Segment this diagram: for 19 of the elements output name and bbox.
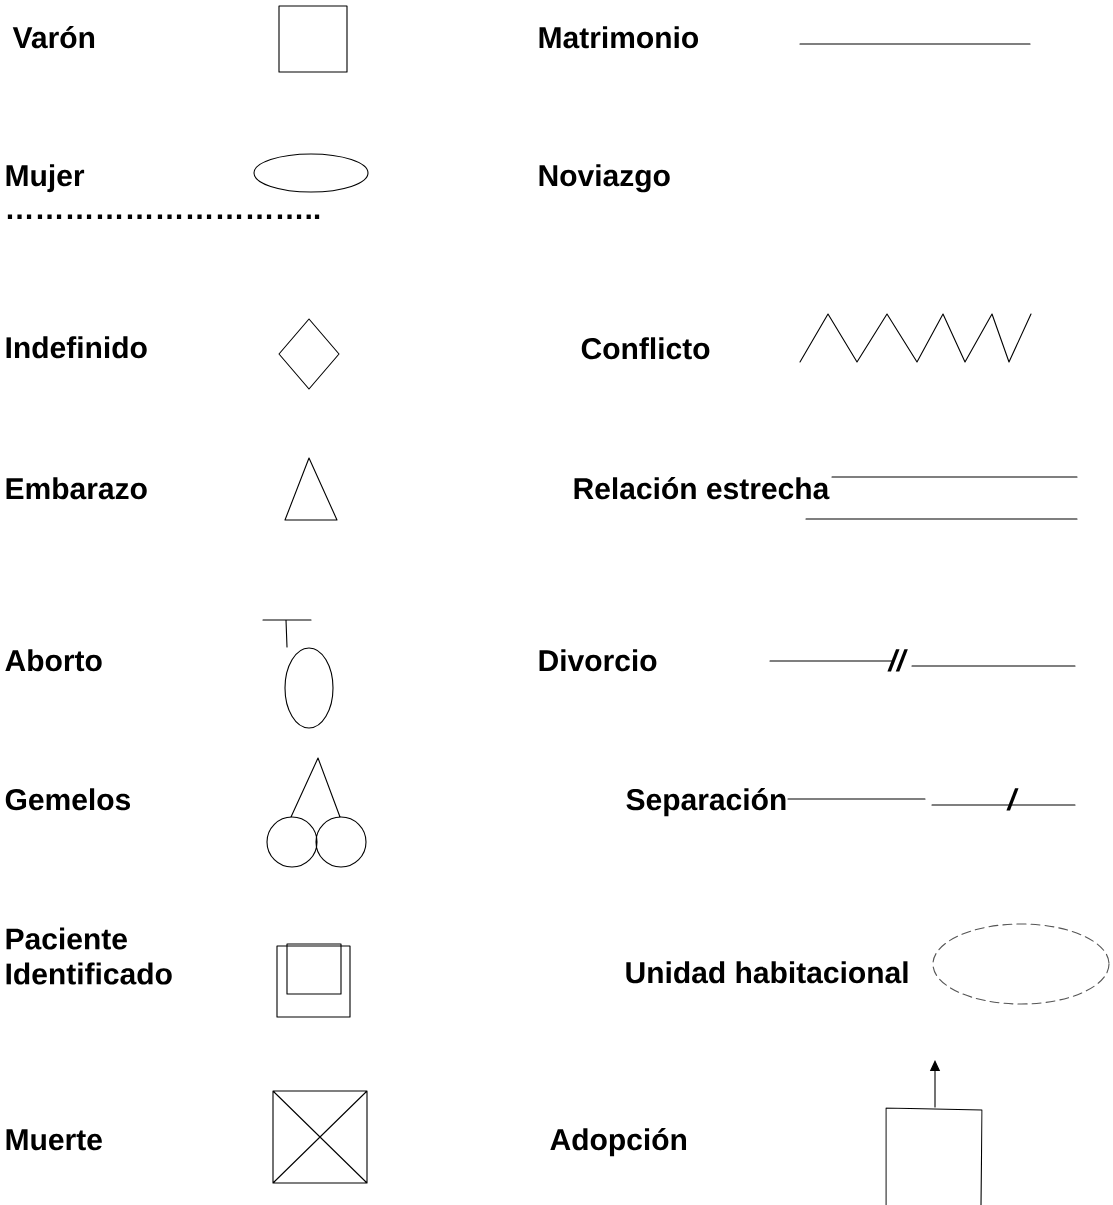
label: Relación estrecha (574, 477, 830, 500)
label: Mujer (6, 164, 85, 193)
label: Separación (626, 788, 786, 817)
label: Gemelos (5, 788, 131, 811)
label: / (1006, 788, 1019, 811)
label: Embarazo (6, 477, 147, 500)
label: Indefinido (6, 336, 147, 359)
label: Unidad habitacional (626, 961, 908, 984)
label: Conflicto (581, 337, 710, 360)
label: Adopción (550, 1128, 686, 1157)
label: ………………………….. (7, 214, 320, 219)
label: // (887, 649, 908, 672)
label: Muerte (6, 1129, 102, 1151)
label: Varón (12, 26, 95, 49)
label: Divorcio (539, 649, 657, 672)
label: Matrimonio (539, 26, 699, 49)
label: Paciente Identificado (6, 927, 172, 985)
label: Noviazgo (539, 164, 670, 193)
label: Aborto (5, 649, 102, 672)
